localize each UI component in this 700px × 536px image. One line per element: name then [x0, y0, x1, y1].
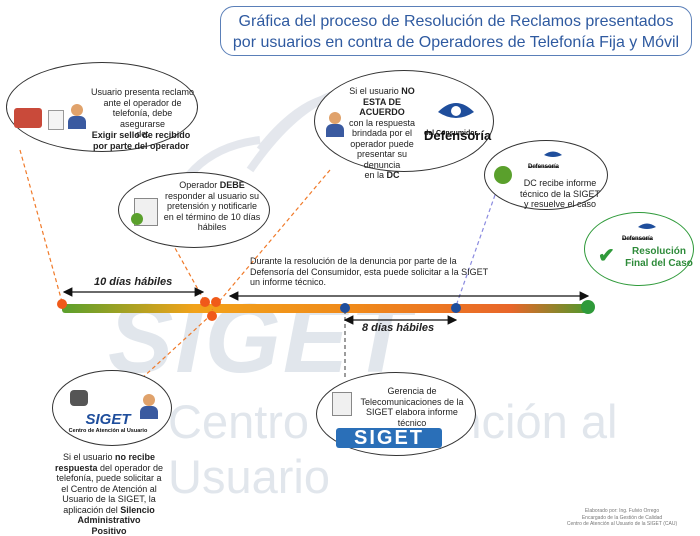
dot-final	[581, 300, 595, 314]
phone-icon	[70, 390, 88, 406]
bl-line4: el Centro de Atención al	[61, 483, 157, 494]
dot-start	[57, 299, 67, 309]
fax-icon	[14, 108, 42, 128]
mn-line2: Defensoría del Consumidor, esta puede so…	[250, 266, 489, 277]
b2-line2: responder al usuario su	[164, 190, 260, 201]
credits-line2: Encargado de la Gestión de Calidad	[581, 514, 663, 521]
dot-ten-days-b	[211, 297, 221, 307]
dot-siget-start	[340, 303, 350, 313]
title-line-1: Gráfica del proceso de Resolución de Rec…	[238, 13, 674, 30]
defensoria-big-line2: del Consumidor	[424, 130, 478, 137]
bl-bold5: Positivo	[91, 525, 127, 536]
bubble-user-claim-bold: Exigir sello de recibido por parte del o…	[82, 130, 200, 151]
defensoria-eye-icon-2	[544, 151, 562, 157]
bubble-not-agree-text: Si el usuario NO ESTA DE ACUERDO con la …	[340, 86, 424, 181]
b3-line5: operador puede	[350, 138, 414, 149]
defensoria-small-line2: del Consumidor	[528, 164, 559, 169]
credits-line3: Centro de Atención al Usuario de la SIGE…	[566, 521, 678, 527]
label-eight-days: 8 días hábiles	[362, 322, 435, 334]
b6-line3: SIGET elabora informe	[366, 407, 458, 417]
b2-line3: pretensión y notificarle	[166, 201, 258, 211]
defensoria-small-line1: Defensoría	[528, 164, 560, 170]
defensoria-big-line1: Defensoría	[424, 128, 492, 143]
mn-line1: Durante la resolución de la denuncia por…	[250, 256, 457, 266]
user-avatar-icon-2	[326, 112, 344, 138]
b5-line1: Resolución	[632, 246, 686, 257]
siget-logo-big: SIGET	[336, 428, 442, 448]
b3-line7: en la DC	[364, 170, 400, 180]
title-line-2: por usuarios en contra de Operadores de …	[232, 34, 680, 51]
bottom-left-text: Si el usuario no recibe respuesta del op…	[44, 452, 174, 536]
dot-silence	[207, 311, 217, 321]
label-ten-days: 10 días hábiles	[94, 276, 173, 288]
credits: Elaborado por: Ing. Fulvio Orrego Encarg…	[548, 508, 696, 528]
b1-bold1: Exigir sello de recibido	[91, 130, 191, 140]
bl-line5: Usuario de la SIGET, la	[62, 494, 156, 504]
timeline-bar	[62, 304, 590, 313]
document-icon	[48, 110, 64, 130]
defensoria-eye-icon	[438, 103, 474, 118]
b3-line1: Si el usuario NO	[349, 86, 415, 96]
b1-line2: ante el operador de	[103, 97, 182, 108]
bubble-siget-report-text: Gerencia de Telecomunicaciones de la SIG…	[352, 386, 472, 428]
siget-cau-sub: Centro de Atención al Usuario	[68, 428, 148, 434]
connector-5	[139, 313, 213, 381]
bubble-user-claim-text: Usuario presenta reclamo ante el operado…	[90, 87, 195, 140]
defensoria-eye-icon-3	[638, 223, 656, 229]
bubble-operator-must-text: Operador DEBE responder al usuario su pr…	[160, 180, 264, 233]
bl-line1: Si el usuario no recibe	[62, 452, 156, 462]
dot-ten-days-a	[200, 297, 210, 307]
bl-line6: aplicación del Silencio	[63, 504, 155, 515]
b3-line4: brindada por el	[351, 128, 413, 138]
bubble-not-agree	[314, 70, 494, 172]
recycle-icon	[494, 166, 512, 184]
b1-line3: telefonía, debe asegurarse	[112, 108, 173, 129]
b3-line6: presentar su denuncia	[356, 149, 408, 170]
connector-4	[455, 194, 496, 307]
defensoria-logo-large: Defensoría del Consumidor	[424, 98, 492, 154]
b4-line1: DC recibe informe	[523, 178, 597, 188]
b3-bold2: ESTA DE ACUERDO	[359, 96, 405, 118]
bl-line3: telefonía, puede solicitar a	[56, 473, 162, 483]
bl-line2: respuesta del operador de	[54, 462, 164, 473]
bubble-dc-receives-text: DC recibe informe técnico de la SIGET y …	[514, 178, 606, 210]
doc-recycle-icon	[131, 198, 158, 226]
watermark-siget: SIGET	[108, 283, 413, 393]
b1-line4: de:	[136, 129, 149, 139]
b3-line3: con la respuesta	[348, 117, 416, 128]
b5-line2: Final del Caso	[625, 258, 693, 269]
defensoria-small2-line1: Defensoría	[622, 236, 654, 242]
middle-note: Durante la resolución de la denuncia por…	[250, 256, 540, 288]
bubble-user-claim	[6, 62, 198, 152]
checkmark-icon: ✔	[598, 245, 615, 267]
b2-line5: hábiles	[197, 222, 227, 232]
b2-line4: en el término de 10 días	[163, 211, 261, 222]
defensoria-small2-line2: del Consumidor	[622, 236, 653, 241]
b1-line1: Usuario presenta reclamo	[90, 87, 195, 97]
bubble-final-resolution	[584, 212, 694, 286]
defensoria-logo-small-1: Defensoría del Consumidor	[528, 146, 578, 170]
b2-line1: Operador DEBE	[179, 180, 245, 190]
defensoria-logo-small-2: Defensoría del Consumidor	[622, 218, 672, 242]
b4-line3: y resuelve el caso	[523, 199, 597, 209]
b4-line2: técnico de la SIGET	[519, 188, 601, 199]
credits-line1: Elaborado por: Ing. Fulvio Orrego	[584, 508, 660, 514]
siget-cau-logo: SIGET Centro de Atención al Usuario	[62, 412, 154, 435]
final-resolution-text: Resolución Final del Caso	[624, 246, 694, 270]
user-avatar-icon-3	[140, 394, 158, 420]
b6-line1: Gerencia de	[387, 386, 437, 396]
report-document-icon	[332, 392, 352, 416]
connector-3	[211, 169, 331, 311]
diagram-title: Gráfica del proceso de Resolución de Rec…	[220, 6, 692, 56]
user-avatar-icon	[68, 104, 86, 130]
b1-bold2: por parte del operador	[92, 140, 190, 151]
b6-line4: técnico	[397, 417, 427, 428]
siget-cau-name: SIGET	[85, 411, 131, 428]
bl-bold4: Administrativo	[77, 515, 141, 525]
b6-line2: Telecomunicaciones de la	[360, 396, 464, 407]
dot-siget-end	[451, 303, 461, 313]
connector-1	[19, 149, 63, 303]
mn-line3: un informe técnico.	[250, 277, 327, 287]
